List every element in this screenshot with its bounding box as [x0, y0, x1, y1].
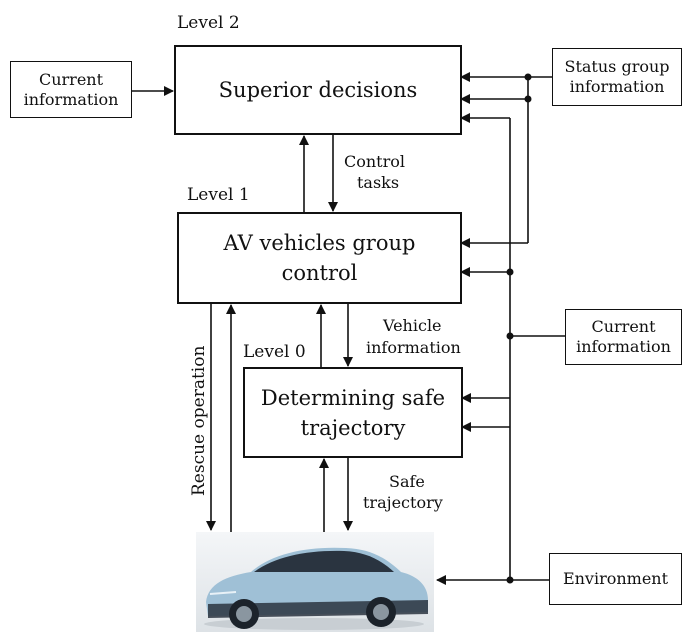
- control-tasks-label-line1: Control: [344, 152, 406, 171]
- vehicle-information-label-line2: information: [366, 338, 461, 357]
- junction-dot: [506, 576, 514, 584]
- autonomous-vehicle-image: [196, 532, 434, 632]
- environment-box: Environment: [549, 553, 682, 605]
- safe-trajectory-arrow-label-line2: trajectory: [363, 493, 443, 512]
- current-information-right-box: Current information: [565, 309, 682, 365]
- current-information-left-line2: information: [23, 89, 119, 109]
- status-group-line2: information: [569, 77, 665, 96]
- junction-dot: [506, 332, 514, 340]
- group-control-label-line1: AV vehicles group: [223, 231, 416, 255]
- level-0-label: Level 0: [243, 342, 306, 362]
- safe-trajectory-label-line1: Determining safe: [260, 385, 446, 410]
- superior-decisions-label: Superior decisions: [218, 78, 418, 102]
- environment-label: Environment: [562, 569, 669, 588]
- level-1-label: Level 1: [187, 185, 250, 205]
- vehicle-information-label-line1: Vehicle: [383, 316, 442, 335]
- safe-trajectory-label-line2: trajectory: [300, 415, 406, 440]
- current-information-right-line2: information: [576, 337, 671, 356]
- junction-dot: [524, 95, 532, 103]
- junction-dot: [506, 268, 514, 276]
- current-information-right-line1: Current: [591, 317, 656, 336]
- safe-trajectory-box: Determining safe trajectory: [243, 367, 463, 458]
- rescue-operation-label: Rescue operation: [189, 345, 209, 496]
- control-tasks-label-line2: tasks: [357, 173, 400, 192]
- level-2-label: Level 2: [177, 13, 240, 33]
- group-control-box: AV vehicles group control: [177, 212, 462, 304]
- safe-trajectory-arrow-label-line1: Safe: [389, 472, 425, 491]
- junction-dot: [524, 73, 532, 81]
- status-group-information-box: Status group information: [552, 48, 682, 106]
- group-control-label-line2: control: [281, 261, 358, 285]
- current-information-left-line1: Current: [38, 69, 104, 89]
- current-information-left-box: Current information: [10, 61, 132, 118]
- superior-decisions-box: Superior decisions: [174, 45, 462, 135]
- status-group-line1: Status group: [564, 57, 670, 76]
- car-icon: [204, 547, 428, 630]
